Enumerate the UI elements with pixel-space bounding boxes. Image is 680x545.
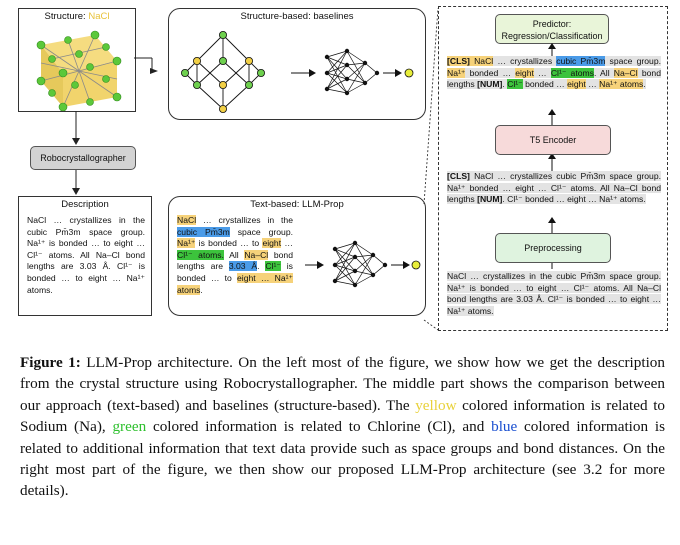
description-panel: Description NaCl … crystallizes in the c… bbox=[18, 196, 152, 316]
text-segment: . Cl¹⁻ bonded … eight … Na¹⁺ atoms. bbox=[502, 194, 646, 205]
text-segment: Cl¹⁻ bbox=[265, 261, 281, 272]
nacl-crystal-image bbox=[36, 30, 122, 111]
text-segment: [CLS] bbox=[447, 56, 470, 66]
text-segment: … bbox=[533, 67, 551, 78]
text-segment: . bbox=[502, 79, 508, 90]
text-segment: is bonded … to bbox=[195, 238, 263, 249]
text-segment: . All bbox=[593, 67, 614, 78]
raw-description-text: NaCl … crystallizes in the cubic Pm̄3m s… bbox=[447, 271, 661, 316]
text-segment: cubic Pm̄3m bbox=[177, 226, 230, 237]
graph-network-diagram bbox=[180, 30, 414, 114]
text-segment: Cl¹⁻ atoms. bbox=[177, 249, 224, 260]
robocrystallographer-label: Robocrystallographer bbox=[40, 153, 126, 163]
text-segment: … crystallizes in the bbox=[196, 215, 293, 225]
text-segment: Na¹⁺ bbox=[177, 238, 196, 249]
llmprop-title: Text-based: LLM-Prop bbox=[250, 199, 344, 210]
text-segment: space group. bbox=[229, 226, 293, 237]
text-segment: Na¹⁺ bbox=[447, 67, 466, 78]
preprocessed-text: [CLS] NaCl … crystallizes cubic Pm̄3m sp… bbox=[447, 171, 661, 206]
text-segment: … bbox=[585, 79, 600, 90]
caption-green-word: green bbox=[112, 418, 147, 436]
text-segment: … bbox=[281, 238, 293, 249]
text-segment: space group. bbox=[605, 56, 661, 66]
structure-panel: Structure: NaCl bbox=[18, 8, 136, 112]
text-segment: [NUM] bbox=[477, 194, 503, 205]
caption-blue-word: blue bbox=[491, 418, 518, 436]
predictor-label: Predictor: Regression/Classification bbox=[501, 19, 603, 41]
text-segment: Na–Cl bbox=[613, 67, 638, 78]
llmprop-panel: Text-based: LLM-Prop NaCl … crystallizes… bbox=[168, 196, 426, 316]
text-segment: Cl¹⁻ atoms bbox=[550, 67, 594, 78]
text-segment: [NUM] bbox=[477, 79, 503, 90]
text-segment: … crystallizes bbox=[493, 56, 557, 66]
text-segment: NaCl bbox=[177, 215, 197, 225]
text-segment: eight bbox=[567, 79, 586, 90]
robocrystallographer-box: Robocrystallographer bbox=[30, 146, 136, 170]
text-segment: NaCl bbox=[469, 56, 494, 66]
text-segment: Na–Cl bbox=[244, 249, 269, 260]
baselines-panel: Structure-based: baselines bbox=[168, 8, 426, 120]
text-segment: Cl¹⁻ bbox=[507, 79, 523, 90]
predictor-box: Predictor: Regression/Classification bbox=[495, 14, 609, 44]
dashed-connectors bbox=[423, 7, 439, 331]
llmprop-network-diagram bbox=[305, 240, 421, 288]
text-segment: bonded … bbox=[522, 79, 568, 90]
preprocessing-label: Preprocessing bbox=[524, 243, 582, 253]
structure-formula: NaCl bbox=[88, 11, 110, 22]
text-segment: eight bbox=[515, 67, 534, 78]
llmprop-architecture-panel: Predictor: Regression/Classification [CL… bbox=[438, 6, 668, 331]
baselines-title: Structure-based: baselines bbox=[240, 11, 354, 22]
left-arrows bbox=[72, 57, 158, 195]
text-segment: bond lengths are bbox=[177, 249, 293, 272]
structure-title: Structure: NaCl bbox=[44, 11, 110, 22]
llmprop-highlighted-text: NaCl … crystallizes in the cubic Pm̄3m s… bbox=[177, 215, 293, 296]
caption-label: Figure 1: bbox=[20, 354, 81, 371]
description-text: NaCl … crystallizes in the cubic Pm̄3m s… bbox=[27, 215, 145, 295]
text-segment: . bbox=[200, 284, 203, 295]
preprocessing-box: Preprocessing bbox=[495, 233, 611, 263]
t5-encoder-label: T5 Encoder bbox=[529, 135, 577, 145]
text-segment: Na¹⁺ atoms bbox=[599, 79, 644, 90]
caption-yellow-word: yellow bbox=[415, 396, 457, 414]
figure-caption: Figure 1: LLM-Prop architecture. On the … bbox=[20, 354, 666, 500]
description-title: Description bbox=[61, 199, 109, 210]
text-segment: cubic Pm̄3m bbox=[556, 56, 606, 66]
text-segment: [CLS] bbox=[447, 171, 470, 181]
text-segment: . bbox=[257, 261, 266, 272]
tokenized-highlighted-text: [CLS] NaCl … crystallizes cubic Pm̄3m sp… bbox=[447, 56, 661, 91]
text-segment: 3.03 Å bbox=[228, 261, 258, 272]
text-segment: . bbox=[643, 79, 646, 90]
text-segment: bonded … bbox=[465, 67, 516, 78]
t5-encoder-box: T5 Encoder bbox=[495, 125, 611, 155]
text-segment: eight … bbox=[237, 272, 275, 283]
text-segment: is bonded … to bbox=[177, 261, 293, 283]
text-segment: eight bbox=[262, 238, 282, 249]
text-segment: All bbox=[223, 249, 245, 260]
